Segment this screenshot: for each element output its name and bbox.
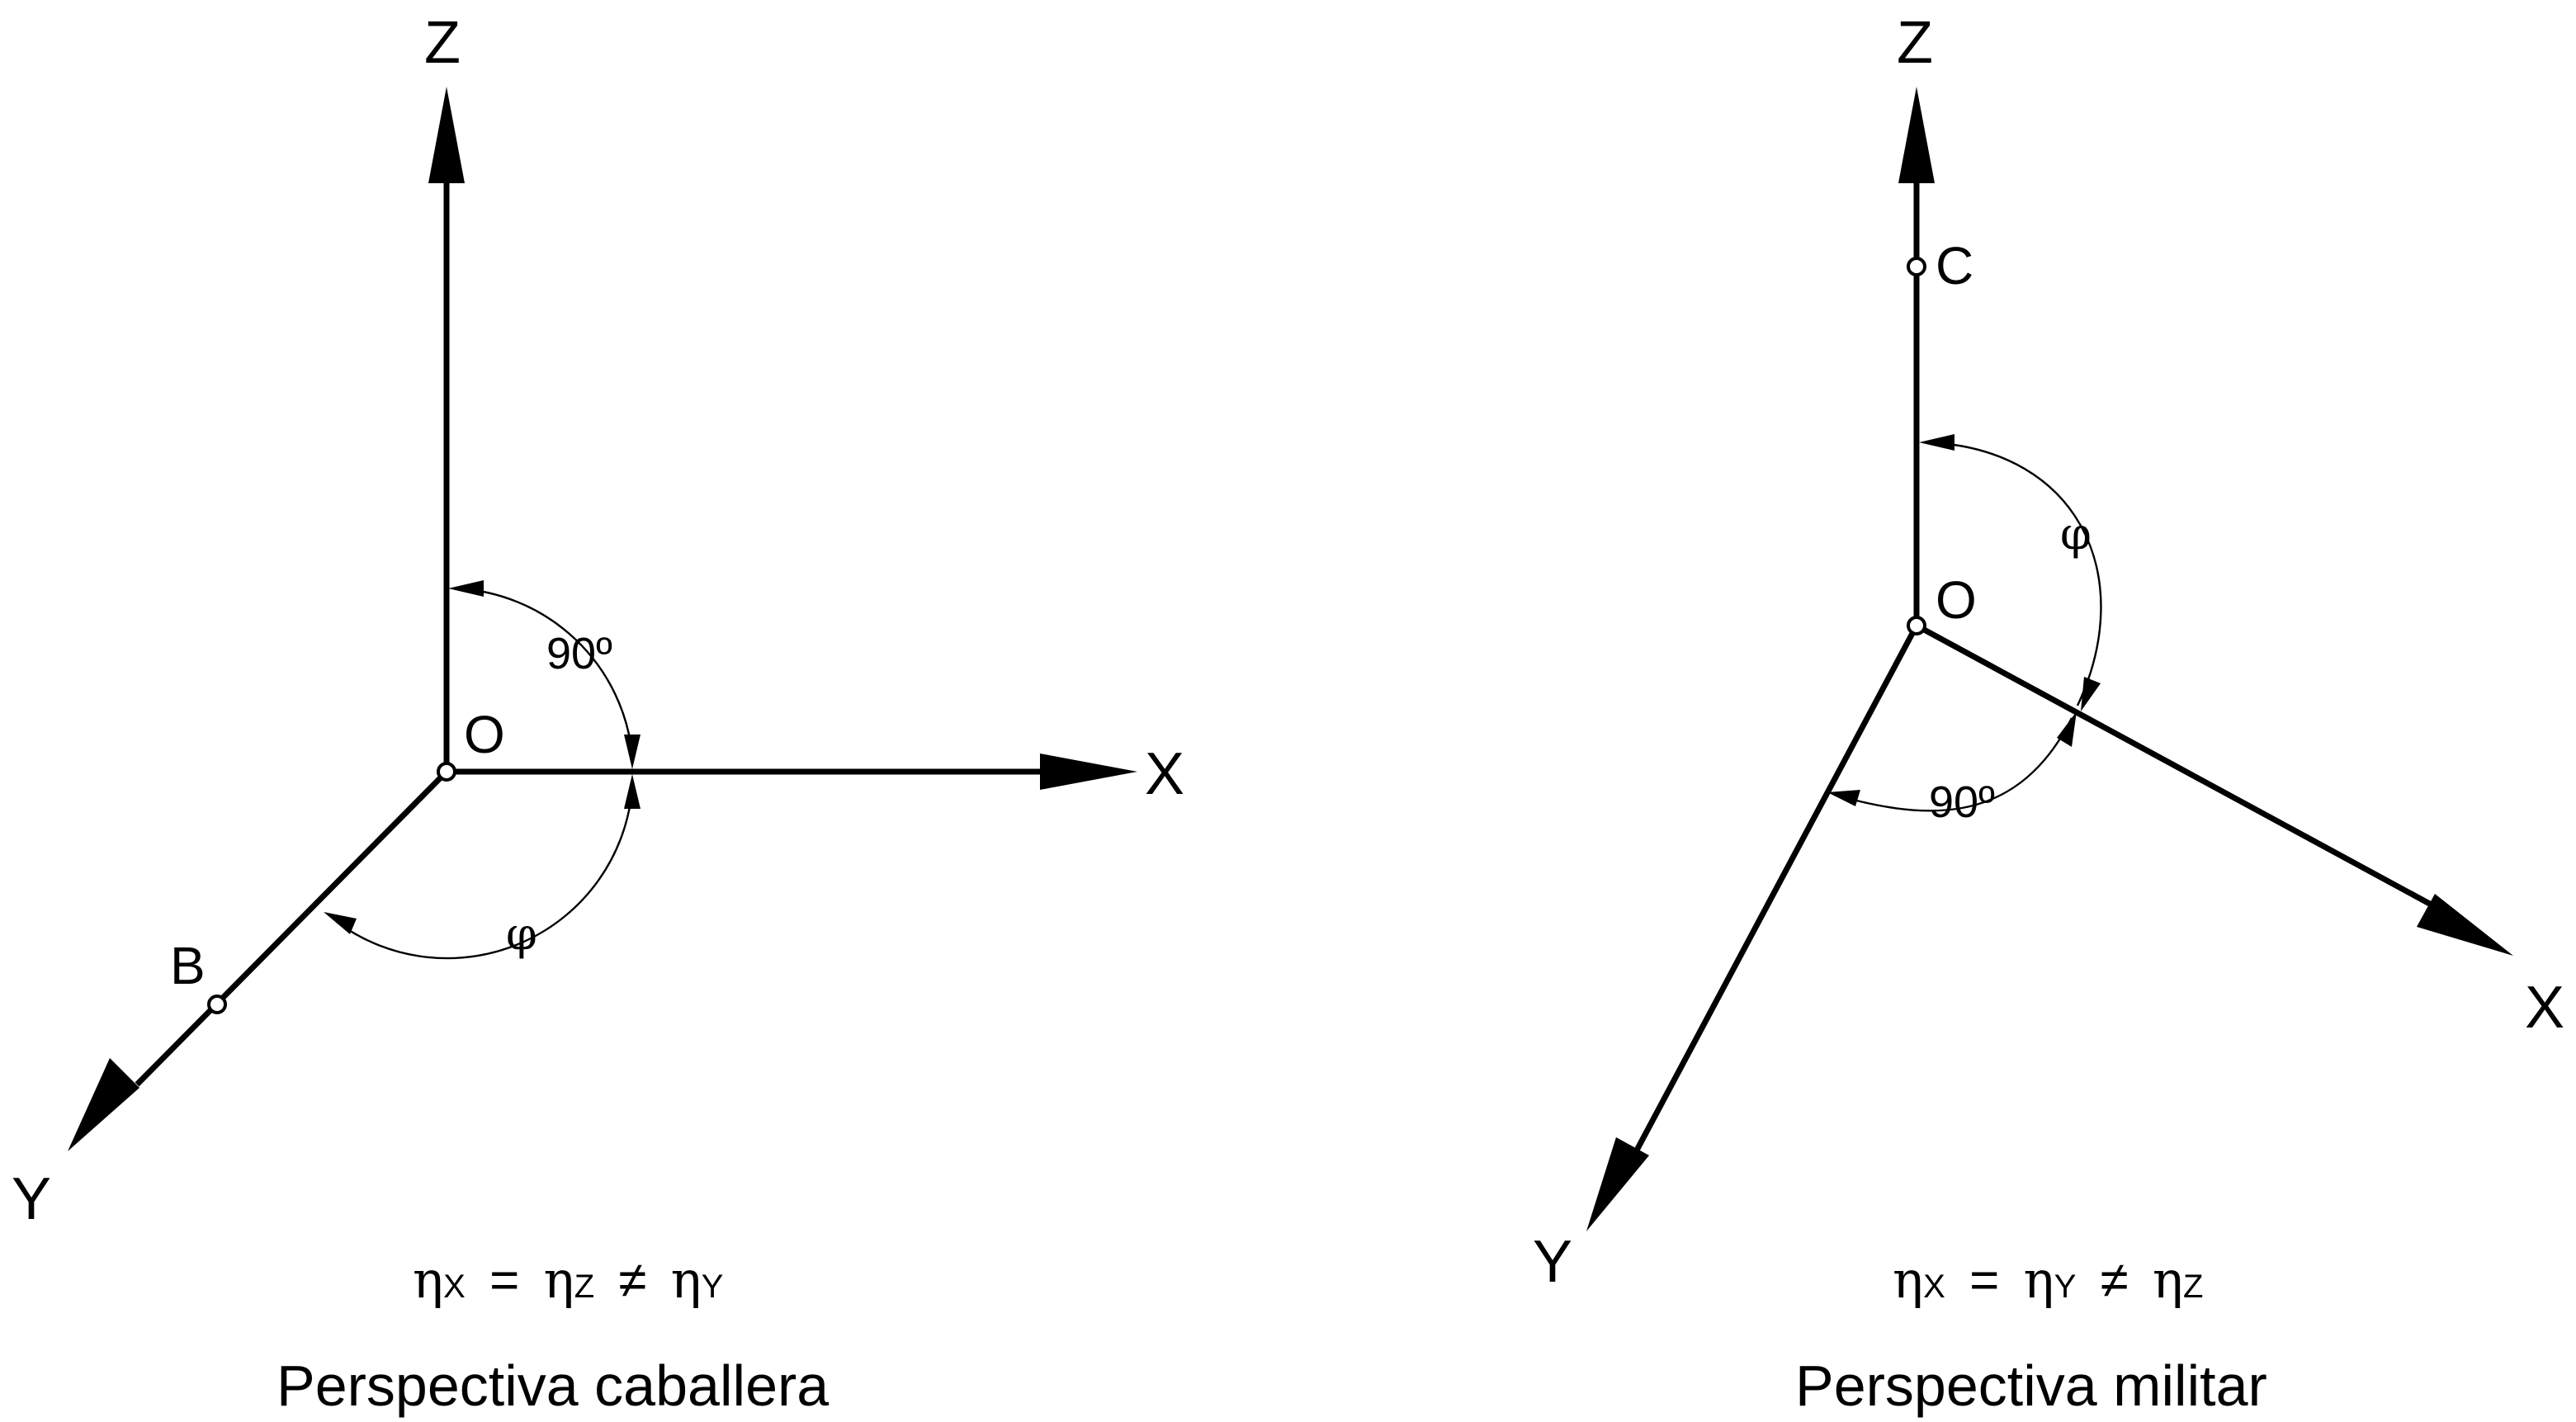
y-axis xyxy=(135,769,449,1087)
point-b-label: B xyxy=(170,936,206,995)
angle-arc-phi-arrow-x xyxy=(2081,677,2101,711)
angle-90-label: 90º xyxy=(546,629,612,678)
sub-2: Y xyxy=(2054,1268,2077,1305)
y-axis-arrowhead xyxy=(1586,1137,1649,1231)
sub-1: X xyxy=(443,1268,466,1305)
z-axis-arrowhead xyxy=(1898,87,1935,183)
eta-3: η xyxy=(2153,1250,2183,1310)
not-equal-sign: ≠ xyxy=(618,1252,646,1309)
phi-label: φ xyxy=(2060,508,2092,560)
y-axis-label: Y xyxy=(1533,1229,1572,1295)
diagram-militar: Z X Y O C φ 90º ηX = ηY ≠ ηZ Perspectiva… xyxy=(1533,10,2564,1418)
angle-arc-phi-arrow-y xyxy=(324,912,357,934)
origin-label: O xyxy=(464,705,505,764)
y-axis xyxy=(1628,624,1920,1161)
z-axis-label: Z xyxy=(1897,10,1933,76)
angle-arc-phi xyxy=(336,787,634,960)
angle-arc-phi xyxy=(1928,441,2102,706)
eta-2: η xyxy=(544,1250,574,1310)
x-axis xyxy=(1915,622,2446,915)
angle-arc-90 xyxy=(455,587,634,756)
sub-2: Z xyxy=(574,1268,594,1305)
x-axis-arrowhead xyxy=(2417,894,2513,956)
angle-arc-90-arrow-x xyxy=(2057,711,2077,747)
eta-1: η xyxy=(413,1250,443,1310)
origin-label: O xyxy=(1936,570,1977,630)
x-axis-arrowhead xyxy=(1040,754,1137,790)
z-axis-label: Z xyxy=(424,10,461,76)
sub-1: X xyxy=(1923,1268,1945,1305)
x-axis-label: X xyxy=(1145,741,1184,807)
point-c xyxy=(1907,257,1926,276)
eta-2: η xyxy=(2024,1250,2054,1310)
y-axis-arrowhead xyxy=(68,1058,139,1151)
z-axis-arrowhead xyxy=(428,87,465,183)
angle-arc-90-arrow-x xyxy=(624,735,640,769)
sub-3: Z xyxy=(2183,1268,2203,1305)
equals-sign: = xyxy=(489,1252,519,1309)
eta-1: η xyxy=(1893,1250,1923,1310)
origin-point xyxy=(1907,616,1926,635)
angle-90-label: 90º xyxy=(1929,777,1995,827)
diagram-caballera: Z X Y O B 90º φ ηX = ηZ ≠ ηY Perspectiva… xyxy=(12,10,1184,1418)
scale-relation: ηX = ηZ ≠ ηY xyxy=(413,1250,723,1310)
eta-3: η xyxy=(671,1250,702,1310)
y-axis-label: Y xyxy=(12,1166,51,1232)
equals-sign: = xyxy=(1969,1252,1999,1309)
origin-point xyxy=(437,762,456,782)
angle-arc-phi-arrow-z xyxy=(1919,434,1954,451)
not-equal-sign: ≠ xyxy=(2101,1252,2129,1309)
angle-arc-90-arrow-z xyxy=(448,580,484,597)
phi-label: φ xyxy=(506,908,537,960)
angle-arc-phi-arrow-x xyxy=(624,774,640,809)
x-axis-label: X xyxy=(2525,975,2564,1041)
caption: Perspectiva militar xyxy=(1795,1353,2267,1418)
sub-3: Y xyxy=(702,1268,724,1305)
caption: Perspectiva caballera xyxy=(277,1353,829,1418)
scale-relation: ηX = ηY ≠ ηZ xyxy=(1893,1250,2203,1310)
angle-arc-90-arrow-y xyxy=(1827,790,1860,806)
point-c-label: C xyxy=(1936,236,1973,295)
angle-arc-90 xyxy=(1833,717,2073,812)
point-b xyxy=(207,994,227,1014)
